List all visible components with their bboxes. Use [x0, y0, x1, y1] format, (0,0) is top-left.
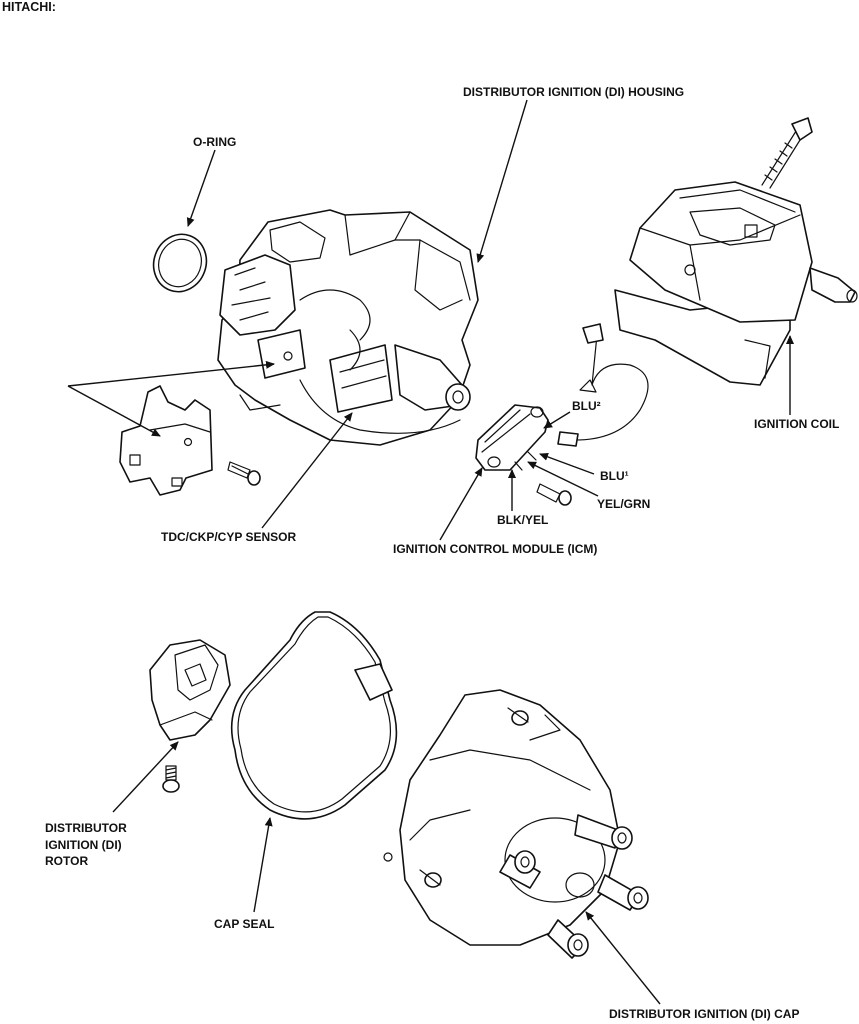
cap-seal-leader [253, 817, 273, 913]
blu1-leader [539, 453, 595, 475]
cap-seal-label: CAP SEAL [214, 917, 275, 931]
bracket-leader-b [67, 385, 161, 437]
rotor-part [149, 639, 231, 741]
rotor-leader [112, 741, 179, 813]
o-ring-part [152, 233, 208, 293]
icm-bolt-part [536, 483, 572, 506]
sensor-bracket-part [119, 385, 213, 496]
o-ring-leader [186, 149, 216, 227]
leader-lines [67, 99, 794, 1005]
cap-seal-part [230, 611, 398, 820]
icm-label: IGNITION CONTROL MODULE (ICM) [393, 542, 598, 556]
yelgrn-leader [527, 461, 599, 497]
cap-leader [585, 911, 661, 1005]
wire-harness-part [557, 323, 649, 447]
bracket-bolt-part [227, 461, 261, 486]
yel-grn-label: YEL/GRN [597, 497, 651, 511]
ignition-coil-part [614, 181, 858, 386]
coil-bolt-part [761, 117, 813, 189]
icm-part [475, 404, 549, 471]
rotor-screw-part [162, 765, 180, 793]
bracket-leader-a [67, 360, 275, 387]
housing-leader [476, 99, 528, 263]
distributor-housing-part [217, 209, 479, 446]
blu2-leader [543, 411, 571, 429]
di-cap-label: DISTRIBUTOR IGNITION (DI) CAP [609, 1007, 800, 1021]
tdc-leader [261, 412, 353, 529]
tdc-sensor-label: TDC/CKP/CYP SENSOR [161, 530, 297, 544]
blu1-label: BLU¹ [600, 469, 629, 483]
ignition-coil-label: IGNITION COIL [754, 417, 840, 431]
distributor-cap-part [383, 689, 649, 959]
blu2-label: BLU² [572, 399, 601, 413]
blk-yel-label: BLK/YEL [497, 513, 549, 527]
rotor-label-line2: IGNITION (DI) [45, 838, 122, 852]
housing-label: DISTRIBUTOR IGNITION (DI) HOUSING [463, 85, 685, 99]
icm-leader [439, 467, 483, 541]
o-ring-label: O-RING [193, 135, 237, 149]
rotor-label-line3: ROTOR [45, 854, 89, 868]
rotor-label-line1: DISTRIBUTOR [45, 821, 127, 835]
page-heading: HITACHI: [2, 0, 56, 14]
